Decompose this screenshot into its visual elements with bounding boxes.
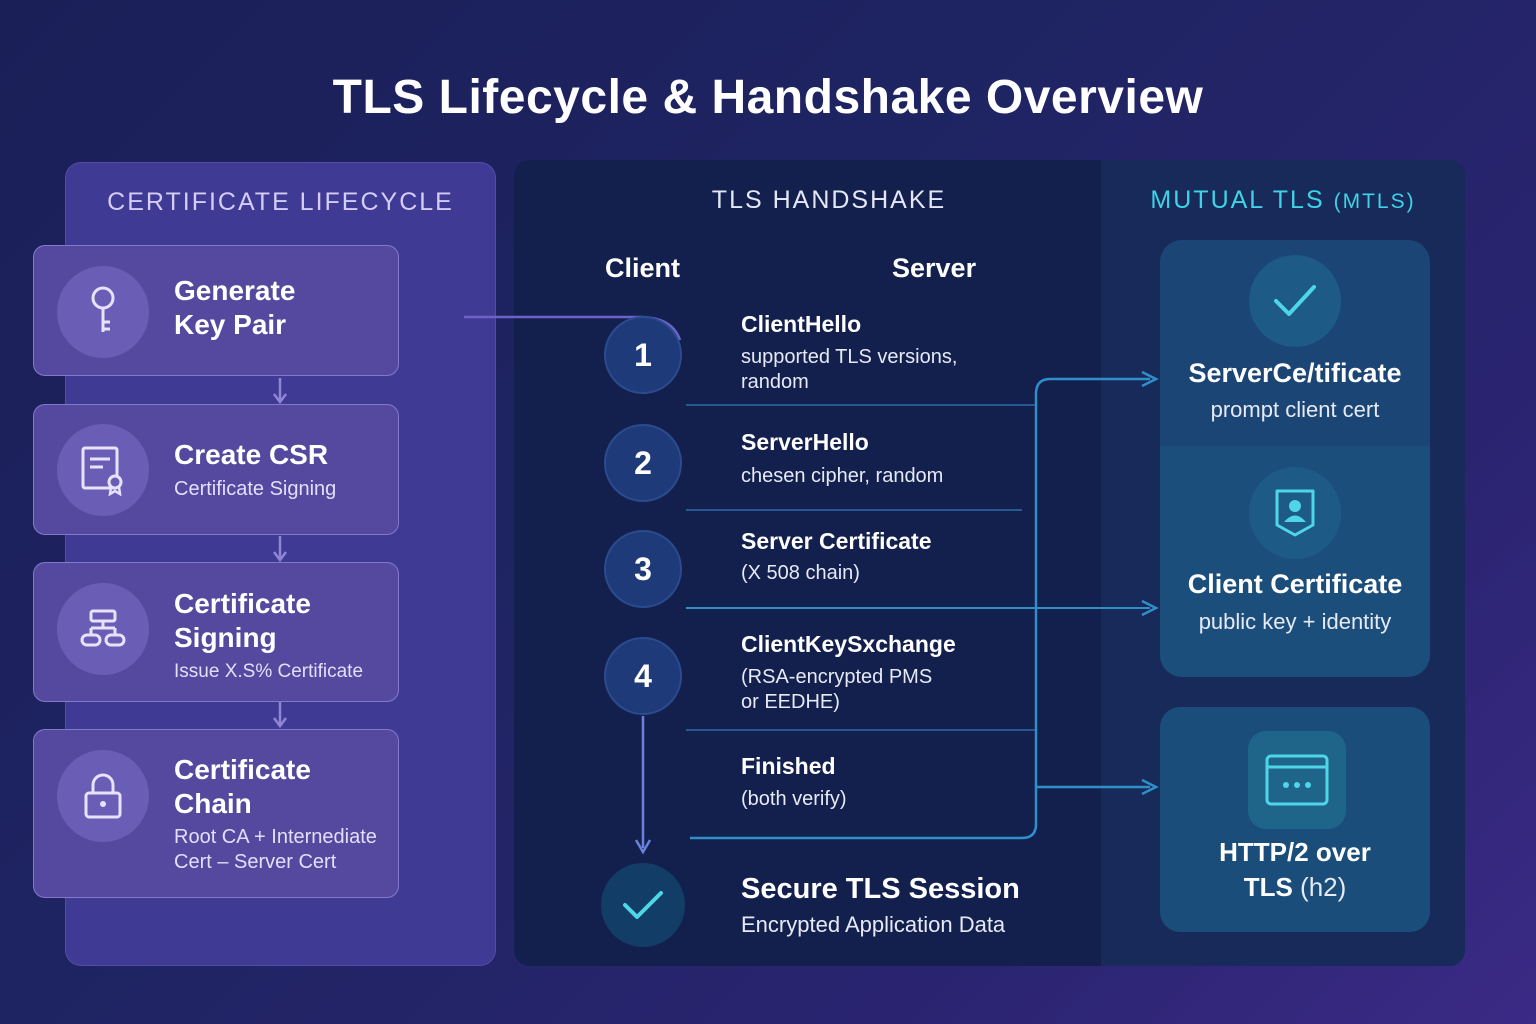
lifecycle-step-title: Generate — [174, 275, 296, 306]
handshake-heading: TLS HANDSHAKE — [711, 186, 947, 214]
mtls-heading: MUTUAL TLS (MTLS) — [1150, 186, 1416, 214]
handshake-message-detail: random — [741, 371, 809, 393]
lifecycle-step-title: Certificate — [174, 588, 311, 619]
lifecycle-step-title: Create CSR — [174, 439, 329, 470]
client-certificate-title: Client Certificate — [1187, 569, 1403, 599]
server-certificate-title: ServerCe/tificate — [1188, 358, 1402, 388]
key-icon — [57, 266, 149, 358]
lifecycle-step-title: Key Pair — [174, 309, 287, 340]
handshake-message-title: ClientKeySxchange — [741, 631, 956, 657]
lock-icon — [57, 750, 149, 842]
certificate-document-icon — [57, 424, 149, 516]
lifecycle-step-title: Chain — [174, 788, 252, 819]
handshake-message-detail: chesen cipher, random — [741, 465, 944, 487]
handshake-message-title: ServerHello — [741, 429, 869, 455]
client-certificate-subtitle: public key + identity — [1198, 609, 1392, 634]
user-badge-icon — [1249, 467, 1341, 559]
lifecycle-step-certificate-chain: Certificate Chain Root CA + Internediate… — [33, 729, 399, 898]
lifecycle-step-create-csr: Create CSR Certificate Signing — [33, 404, 399, 535]
lifecycle-step-title: Certificate — [174, 754, 311, 785]
lifecycle-step-certificate-signing: Certificate Signing Issue X.S% Certifica… — [33, 562, 399, 702]
step-number-badge: 2 — [604, 424, 682, 502]
handshake-message-detail: (RSA-encrypted PMS — [741, 666, 933, 688]
down-arrow-icon — [273, 702, 287, 729]
handshake-message-detail: supported TLS versions, — [741, 346, 958, 368]
server-column-label: Server — [892, 253, 977, 283]
lifecycle-step-generate-key-pair: Generate Key Pair — [33, 245, 399, 376]
lifecycle-step-subtitle: Cert – Server Cert — [174, 851, 337, 873]
hierarchy-icon — [57, 583, 149, 675]
handshake-message-title: ClientHello — [741, 311, 862, 337]
step-number-badge: 3 — [604, 530, 682, 608]
lifecycle-heading: CERTIFICATE LIFECYCLE — [107, 188, 454, 216]
secure-session-subtitle: Encrypted Application Data — [741, 912, 1006, 937]
handshake-message-title: Server Certificate — [741, 528, 932, 554]
client-column-label: Client — [605, 253, 681, 283]
lifecycle-step-subtitle: Root CA + Internediate — [174, 826, 377, 848]
handshake-message-detail: or EEDHE) — [741, 691, 840, 713]
handshake-message-detail: (X 508 chain) — [741, 562, 860, 584]
browser-window-icon — [1248, 731, 1346, 829]
lifecycle-step-subtitle: Certificate Signing — [174, 478, 337, 500]
down-arrow-icon — [273, 536, 287, 563]
http2-title: HTTP/2 over TLS (h2) — [1219, 837, 1371, 902]
checkmark-icon — [1249, 255, 1341, 347]
page-title: TLS Lifecycle & Handshake Overview — [332, 71, 1204, 124]
down-arrow-icon — [273, 378, 287, 405]
server-certificate-subtitle: prompt client cert — [1210, 397, 1380, 422]
secure-session-title: Secure TLS Session — [741, 873, 1020, 905]
lifecycle-step-title: Signing — [174, 622, 277, 653]
step-number-badge: 4 — [604, 637, 682, 715]
step-number-badge: 1 — [604, 316, 682, 394]
lifecycle-step-subtitle: Issue X.S% Certificate — [174, 661, 364, 682]
checkmark-icon — [601, 863, 685, 947]
handshake-message-title: Finished — [741, 753, 836, 779]
handshake-message-detail: (both verify) — [741, 788, 847, 810]
